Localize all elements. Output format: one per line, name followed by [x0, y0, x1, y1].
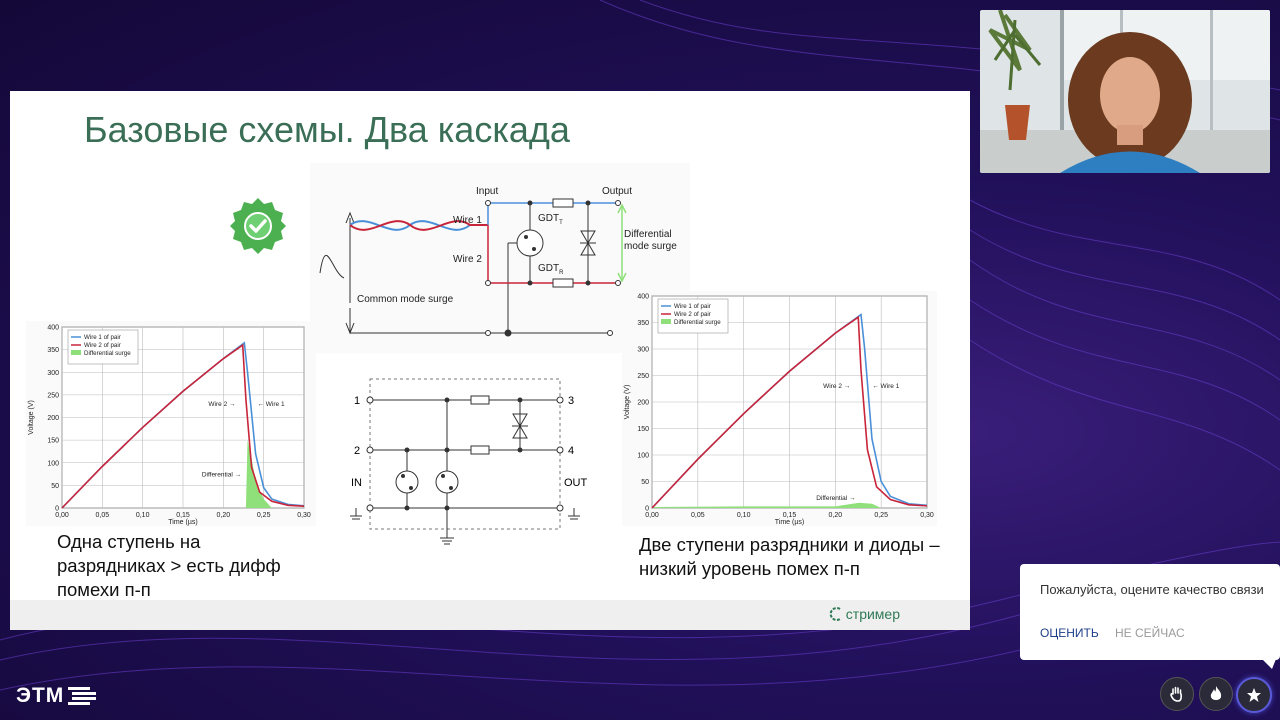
input-label: Input — [476, 186, 498, 197]
legend-label: Wire 2 of pair — [674, 311, 711, 318]
pin4-label: 4 — [568, 445, 574, 457]
streamer-logo: стример — [828, 606, 900, 622]
raise-hand-button[interactable] — [1160, 677, 1194, 711]
y-tick-label: 0 — [645, 506, 649, 513]
y-tick-label: 300 — [47, 370, 59, 377]
streamer-logo-icon — [829, 607, 841, 621]
output-label: Output — [602, 186, 632, 197]
y-tick-label: 300 — [637, 347, 649, 354]
y-tick-label: 50 — [641, 479, 649, 486]
not-now-button[interactable]: НЕ СЕЙЧАС — [1115, 626, 1185, 640]
y-tick-label: 150 — [637, 426, 649, 433]
slide-footer: стример — [10, 600, 970, 630]
etm-logo-icon — [68, 687, 97, 705]
wire2-label: Wire 2 — [453, 254, 482, 265]
legend-label: Wire 2 of pair — [84, 342, 121, 349]
protection-module-schematic: 1 2 3 4 IN OUT — [350, 378, 588, 545]
logo-text: ЭТМ — [16, 684, 65, 707]
diff-mode-label-2: mode surge — [624, 241, 677, 252]
y-tick-label: 350 — [637, 320, 649, 327]
reaction-button[interactable] — [1199, 677, 1233, 711]
speaker-video[interactable] — [980, 10, 1270, 173]
surge-chart-two-stage: 0,00 0,05 0,10 0,15 0,20 0,25 0,30 0 50 100 150 200… — [622, 291, 937, 526]
wire1-label: Wire 1 — [453, 215, 482, 226]
x-tick-label: 0,15 — [783, 512, 797, 519]
annotation-label: ← Wire 1 — [258, 401, 285, 408]
legend-label: Wire 1 of pair — [674, 303, 711, 310]
diff-mode-label-1: Differential — [624, 229, 672, 240]
toast-pointer — [1262, 659, 1276, 669]
y-tick-label: 0 — [55, 506, 59, 513]
brand-name: стример — [845, 606, 900, 622]
x-tick-label: 0,00 — [645, 512, 659, 519]
x-tick-label: 0,05 — [691, 512, 705, 519]
toast-message: Пожалуйста, оцените качество связи — [1040, 582, 1264, 597]
in-label: IN — [351, 477, 362, 489]
x-tick-label: 0,20 — [217, 512, 231, 519]
y-tick-label: 150 — [47, 438, 59, 445]
series-line-2 — [61, 343, 305, 509]
hand-icon — [1170, 686, 1182, 702]
y-tick-label: 200 — [47, 415, 59, 422]
series-area-differential — [245, 440, 272, 508]
gdt-t-label: GDTT — [538, 213, 563, 226]
legend-label: Differential surge — [84, 350, 131, 357]
annotation-label: Differential → — [202, 471, 241, 478]
x-tick-label: 0,10 — [737, 512, 751, 519]
series-area-differential — [652, 502, 882, 508]
legend-box — [657, 298, 729, 334]
y-tick-label: 100 — [637, 453, 649, 460]
annotation-label: Wire 2 → — [823, 383, 850, 390]
x-tick-label: 0,30 — [920, 512, 934, 519]
fire-icon — [1210, 686, 1222, 700]
y-tick-label: 200 — [637, 400, 649, 407]
y-tick-label: 400 — [47, 325, 59, 332]
y-axis-label: Voltage (V) — [28, 400, 35, 435]
x-tick-label: 0,30 — [297, 512, 311, 519]
x-tick-label: 0,05 — [96, 512, 110, 519]
favorite-button[interactable] — [1236, 677, 1272, 713]
x-tick-label: 0,00 — [55, 512, 69, 519]
x-tick-label: 0,25 — [257, 512, 271, 519]
legend-box — [67, 329, 139, 365]
x-axis-label: Time (µs) — [168, 519, 197, 526]
y-axis-label: Voltage (V) — [624, 385, 631, 420]
pin1-label: 1 — [354, 395, 360, 407]
annotation-label: Differential → — [816, 495, 855, 502]
common-mode-label: Common mode surge — [357, 294, 454, 305]
caption-right: Две ступени разрядники и диоды – низкий … — [639, 534, 940, 579]
caption-left: Одна ступень на разрядниках > есть дифф … — [57, 531, 281, 600]
legend-label: Wire 1 of pair — [84, 334, 121, 341]
x-tick-label: 0,25 — [874, 512, 888, 519]
presentation-slide: Базовые схемы. Два каскада — [10, 91, 970, 630]
x-tick-label: 0,20 — [829, 512, 843, 519]
y-tick-label: 400 — [637, 294, 649, 301]
rate-button[interactable]: ОЦЕНИТЬ — [1040, 626, 1099, 640]
pin3-label: 3 — [568, 395, 574, 407]
y-tick-label: 50 — [51, 483, 59, 490]
y-tick-label: 250 — [637, 373, 649, 380]
pin2-label: 2 — [354, 445, 360, 457]
star-icon — [1247, 688, 1261, 702]
y-tick-label: 250 — [47, 392, 59, 399]
annotation-label: ← Wire 1 — [872, 383, 899, 390]
gdt-r-label: GDTR — [538, 263, 564, 276]
rating-toast: Пожалуйста, оцените качество связи ОЦЕНИ… — [1020, 564, 1280, 669]
surge-chart-single-stage: 0,00 0,05 0,10 0,15 0,20 0,25 0,30 0 50 100 150 200… — [26, 321, 316, 526]
series-line-2 — [651, 315, 928, 509]
x-tick-label: 0,15 — [176, 512, 190, 519]
y-tick-label: 350 — [47, 347, 59, 354]
slide-title: Базовые схемы. Два каскада — [84, 109, 570, 150]
legend-swatch — [661, 319, 671, 324]
etm-logo: ЭТМ — [16, 684, 100, 708]
out-label: OUT — [564, 477, 588, 489]
annotation-label: Wire 2 → — [208, 401, 235, 408]
legend-swatch — [71, 350, 81, 355]
speaker-video-frame — [980, 10, 1270, 173]
y-tick-label: 100 — [47, 460, 59, 467]
legend-label: Differential surge — [674, 319, 721, 326]
x-tick-label: 0,10 — [136, 512, 150, 519]
verified-badge-icon — [230, 198, 286, 254]
x-axis-label: Time (µs) — [775, 519, 804, 526]
